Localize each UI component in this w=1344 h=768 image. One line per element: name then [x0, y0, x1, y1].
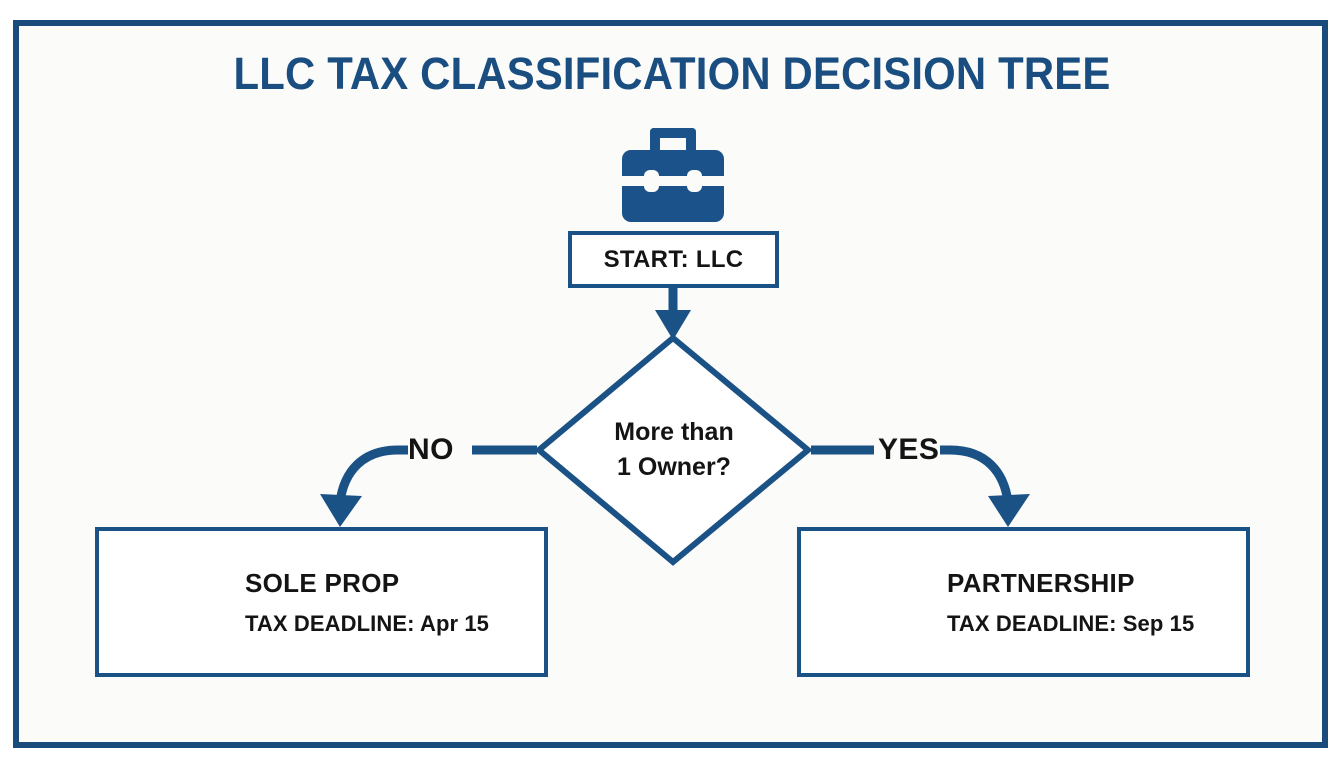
person-icon-slot	[127, 552, 231, 652]
outcome-title-partnership: PARTNERSHIP	[947, 567, 1135, 598]
outcome-text-sole-prop: SOLE PROP TAX DEADLINE: Apr 15	[245, 568, 489, 637]
start-node[interactable]: START: LLC	[568, 231, 779, 288]
decision-node-text: More than 1 Owner?	[537, 335, 811, 565]
decision-node[interactable]: More than 1 Owner?	[537, 335, 811, 565]
page-title: LLC TAX CLASSIFICATION DECISION TREE	[233, 48, 1111, 99]
handshake-icon-slot	[829, 552, 933, 652]
outcome-text-partnership: PARTNERSHIP TAX DEADLINE: Sep 15	[947, 568, 1194, 637]
branch-label-yes: YES	[878, 433, 940, 466]
outcome-node-partnership[interactable]: PARTNERSHIP TAX DEADLINE: Sep 15	[797, 527, 1250, 677]
outcome-node-sole-prop[interactable]: SOLE PROP TAX DEADLINE: Apr 15	[95, 527, 548, 677]
outcome-deadline-sole-prop: TAX DEADLINE: Apr 15	[245, 610, 490, 636]
decision-line-2: 1 Owner?	[617, 453, 731, 481]
decision-line-1: More than	[614, 417, 734, 446]
start-node-label: START: LLC	[603, 245, 744, 273]
outcome-deadline-partnership: TAX DEADLINE: Sep 15	[947, 610, 1195, 636]
outcome-title-sole-prop: SOLE PROP	[245, 567, 400, 598]
branch-label-no: NO	[408, 433, 454, 466]
